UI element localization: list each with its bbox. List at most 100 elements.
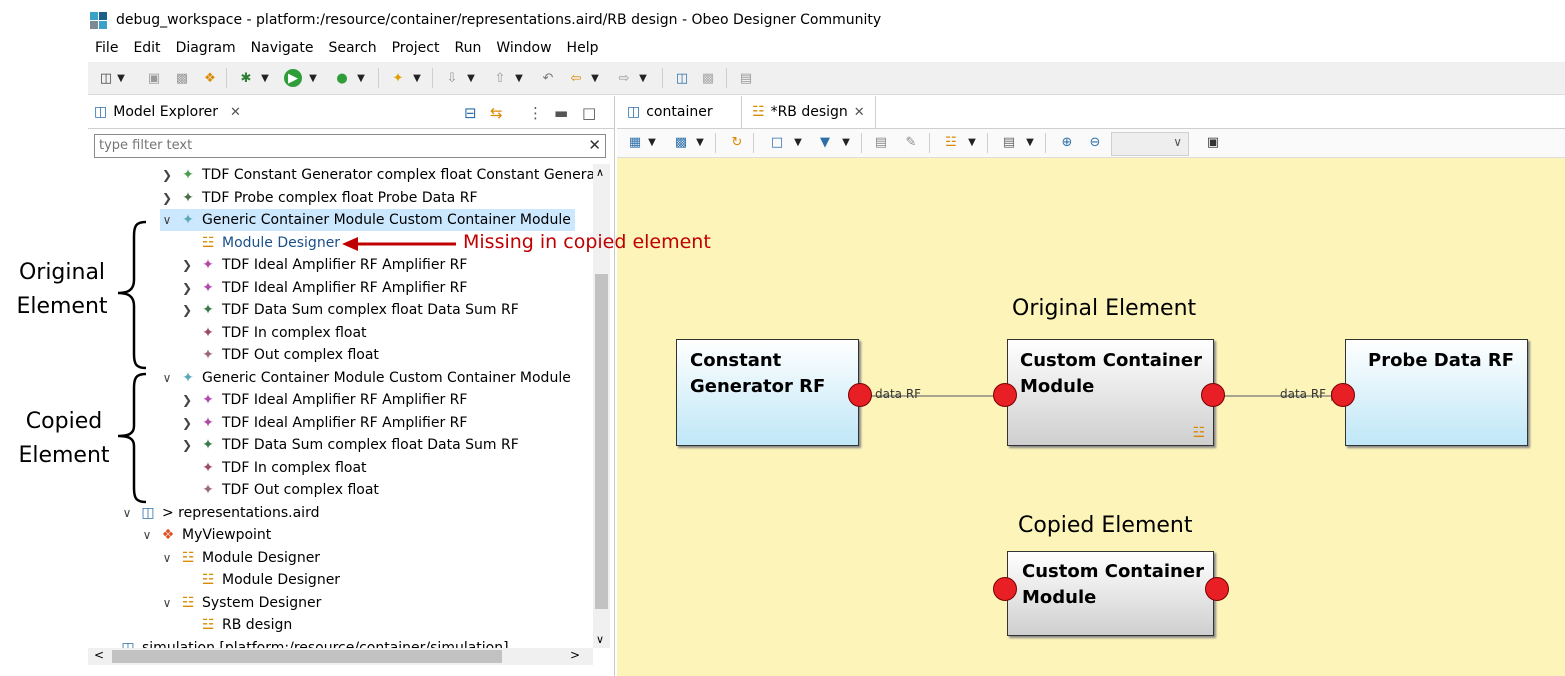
menu-help[interactable]: Help bbox=[566, 40, 599, 56]
prev-annotation-dropdown-icon[interactable]: ▼ bbox=[515, 72, 523, 84]
expand-icon[interactable]: ❯ bbox=[181, 416, 193, 430]
menu-run[interactable]: Run bbox=[454, 40, 482, 56]
tree-item[interactable]: ∨ ◫ > representations.aird bbox=[120, 502, 320, 524]
filter-input[interactable] bbox=[95, 135, 583, 155]
tree-vertical-scrollbar[interactable]: ∧ ∨ bbox=[593, 164, 610, 648]
tree-item[interactable]: ∨ ❖ MyViewpoint bbox=[140, 524, 272, 546]
run-dropdown-icon[interactable]: ▼ bbox=[309, 72, 317, 84]
layout-diagram-icon[interactable]: ☳ bbox=[945, 134, 957, 150]
view-menu-icon[interactable]: ⋮ bbox=[528, 104, 543, 122]
tab-container[interactable]: ◫ container bbox=[627, 104, 713, 120]
filter-icon[interactable]: ▼ bbox=[820, 134, 830, 150]
pin-icon[interactable]: ▤ bbox=[874, 134, 888, 150]
save-icon[interactable]: ▣ bbox=[147, 70, 161, 86]
menu-edit[interactable]: Edit bbox=[133, 40, 161, 56]
open-perspective-icon[interactable]: ◫ bbox=[675, 70, 689, 86]
collapse-icon[interactable]: ∨ bbox=[162, 551, 172, 565]
node-constant-generator-rf[interactable]: Constant Generator RF bbox=[676, 339, 859, 446]
layer-icon[interactable]: □ bbox=[770, 134, 784, 150]
forward-dropdown-icon[interactable]: ▼ bbox=[639, 72, 647, 84]
port-out[interactable] bbox=[848, 383, 872, 407]
debug-icon[interactable]: ✱ bbox=[240, 70, 252, 86]
paste-format-icon[interactable]: ▤ bbox=[1002, 134, 1016, 150]
expand-icon[interactable]: ❯ bbox=[161, 168, 173, 182]
scroll-up-icon[interactable]: ∧ bbox=[596, 166, 605, 179]
scroll-left-icon[interactable]: < bbox=[94, 648, 105, 662]
port-in[interactable] bbox=[993, 383, 1017, 407]
tree-item[interactable]: ❯ ✦ TDF Ideal Amplifier RF Amplifier RF bbox=[181, 392, 468, 408]
layout-dropdown-icon[interactable]: ▼ bbox=[968, 136, 976, 148]
expand-icon[interactable]: ❯ bbox=[181, 281, 193, 295]
back-icon[interactable]: ⇦ bbox=[570, 70, 582, 86]
zoom-combo[interactable]: ∨ bbox=[1111, 132, 1189, 156]
collapse-icon[interactable]: ∨ bbox=[122, 506, 132, 520]
tree-item[interactable]: ❯ ✦ TDF Data Sum complex float Data Sum … bbox=[181, 302, 519, 318]
menu-window[interactable]: Window bbox=[496, 40, 552, 56]
expand-icon[interactable]: ❯ bbox=[181, 258, 193, 272]
tree-item[interactable]: ❯ ✦ TDF Constant Generator complex float… bbox=[161, 167, 593, 183]
collapse-icon[interactable]: ∨ bbox=[162, 596, 172, 610]
collapse-icon[interactable]: ∨ bbox=[142, 528, 152, 542]
tree-item-selected[interactable]: ∨ ✦ Generic Container Module Custom Cont… bbox=[160, 209, 575, 231]
expand-icon[interactable]: ❯ bbox=[181, 393, 193, 407]
wand-icon[interactable]: ✦ bbox=[392, 70, 404, 86]
layer-dropdown-icon[interactable]: ▼ bbox=[794, 136, 802, 148]
tree-item[interactable]: ✦ TDF In complex float bbox=[180, 322, 366, 344]
port-out[interactable] bbox=[1201, 383, 1225, 407]
menu-search[interactable]: Search bbox=[328, 40, 377, 56]
expand-icon[interactable]: ❯ bbox=[181, 303, 193, 317]
close-icon[interactable]: ✕ bbox=[853, 104, 865, 120]
back-dropdown-icon[interactable]: ▼ bbox=[591, 72, 599, 84]
tree-item[interactable]: ✦ TDF In complex float bbox=[180, 457, 366, 479]
layout-icon[interactable]: ▤ bbox=[739, 70, 753, 86]
run-icon[interactable]: ▶ bbox=[284, 69, 302, 87]
new-dropdown-icon[interactable]: ▼ bbox=[117, 72, 125, 84]
expand-icon[interactable]: ❯ bbox=[181, 438, 193, 452]
next-annotation-icon[interactable]: ⇩ bbox=[446, 70, 458, 86]
tree-item[interactable]: ∨ ✦ Generic Container Module Custom Cont… bbox=[160, 367, 571, 389]
scrollbar-thumb[interactable] bbox=[595, 274, 608, 609]
camera-icon[interactable]: ▣ bbox=[1206, 134, 1220, 150]
expand-icon[interactable]: ❯ bbox=[161, 191, 173, 205]
tree-item[interactable]: ◫ simulation [platform:/resource/contain… bbox=[100, 637, 508, 648]
wand-dropdown-icon[interactable]: ▼ bbox=[413, 72, 421, 84]
tree-item[interactable]: ❯ ✦ TDF Ideal Amplifier RF Amplifier RF bbox=[181, 280, 468, 296]
tab-rb-design[interactable]: ☳ *RB design ✕ bbox=[741, 96, 876, 128]
filter-dropdown-icon[interactable]: ▼ bbox=[842, 136, 850, 148]
save-all-icon[interactable]: ▩ bbox=[175, 70, 189, 86]
diagram-canvas[interactable]: Original Element Copied Element data RF … bbox=[617, 158, 1565, 676]
new-icon[interactable]: ◫ bbox=[99, 70, 113, 86]
arrange-dropdown-icon[interactable]: ▼ bbox=[696, 136, 704, 148]
tree-item[interactable]: ☳ Module Designer bbox=[201, 572, 341, 588]
last-edit-icon[interactable]: ↶ bbox=[542, 70, 554, 86]
port-out[interactable] bbox=[1205, 577, 1229, 601]
external-tools-dropdown-icon[interactable]: ▼ bbox=[357, 72, 365, 84]
port-in[interactable] bbox=[993, 577, 1017, 601]
refactor-icon[interactable]: ❖ bbox=[204, 70, 216, 86]
paste-format-dropdown-icon[interactable]: ▼ bbox=[1026, 136, 1034, 148]
tree-item[interactable]: ☳ RB design bbox=[201, 617, 293, 633]
perspective-icon[interactable]: ▩ bbox=[701, 70, 715, 86]
zoom-out-icon[interactable]: ⊖ bbox=[1089, 134, 1101, 150]
menu-diagram[interactable]: Diagram bbox=[175, 40, 236, 56]
tree-item[interactable]: ☳ Module Designer bbox=[201, 235, 341, 251]
tree-item[interactable]: ✦ TDF Out complex float bbox=[180, 344, 379, 366]
tree-item[interactable]: ❯ ✦ TDF Data Sum complex float Data Sum … bbox=[181, 437, 519, 453]
tree-item[interactable]: ❯ ✦ TDF Ideal Amplifier RF Amplifier RF bbox=[181, 415, 468, 431]
scroll-right-icon[interactable]: > bbox=[570, 648, 581, 662]
refresh-icon[interactable]: ↻ bbox=[731, 134, 743, 150]
node-probe-data-rf[interactable]: Probe Data RF bbox=[1345, 339, 1528, 446]
menu-navigate[interactable]: Navigate bbox=[250, 40, 314, 56]
tree-item[interactable]: ❯ ✦ TDF Probe complex float Probe Data R… bbox=[161, 190, 478, 206]
zoom-in-icon[interactable]: ⊕ bbox=[1061, 134, 1073, 150]
clear-filter-icon[interactable]: ✕ bbox=[588, 136, 601, 154]
tree-item[interactable]: ∨ ☳ System Designer bbox=[160, 592, 322, 614]
arrange-icon[interactable]: ▩ bbox=[674, 134, 688, 150]
node-custom-container-copied[interactable]: Custom Container Module bbox=[1007, 551, 1214, 636]
scroll-down-icon[interactable]: ∨ bbox=[596, 633, 605, 646]
filter-field[interactable]: ✕ bbox=[94, 134, 606, 158]
collapse-icon[interactable]: ∨ bbox=[162, 371, 172, 385]
tree-item[interactable]: ❯ ✦ TDF Ideal Amplifier RF Amplifier RF bbox=[181, 257, 468, 273]
debug-dropdown-icon[interactable]: ▼ bbox=[261, 72, 269, 84]
minimize-icon[interactable]: ▬ bbox=[554, 104, 569, 122]
